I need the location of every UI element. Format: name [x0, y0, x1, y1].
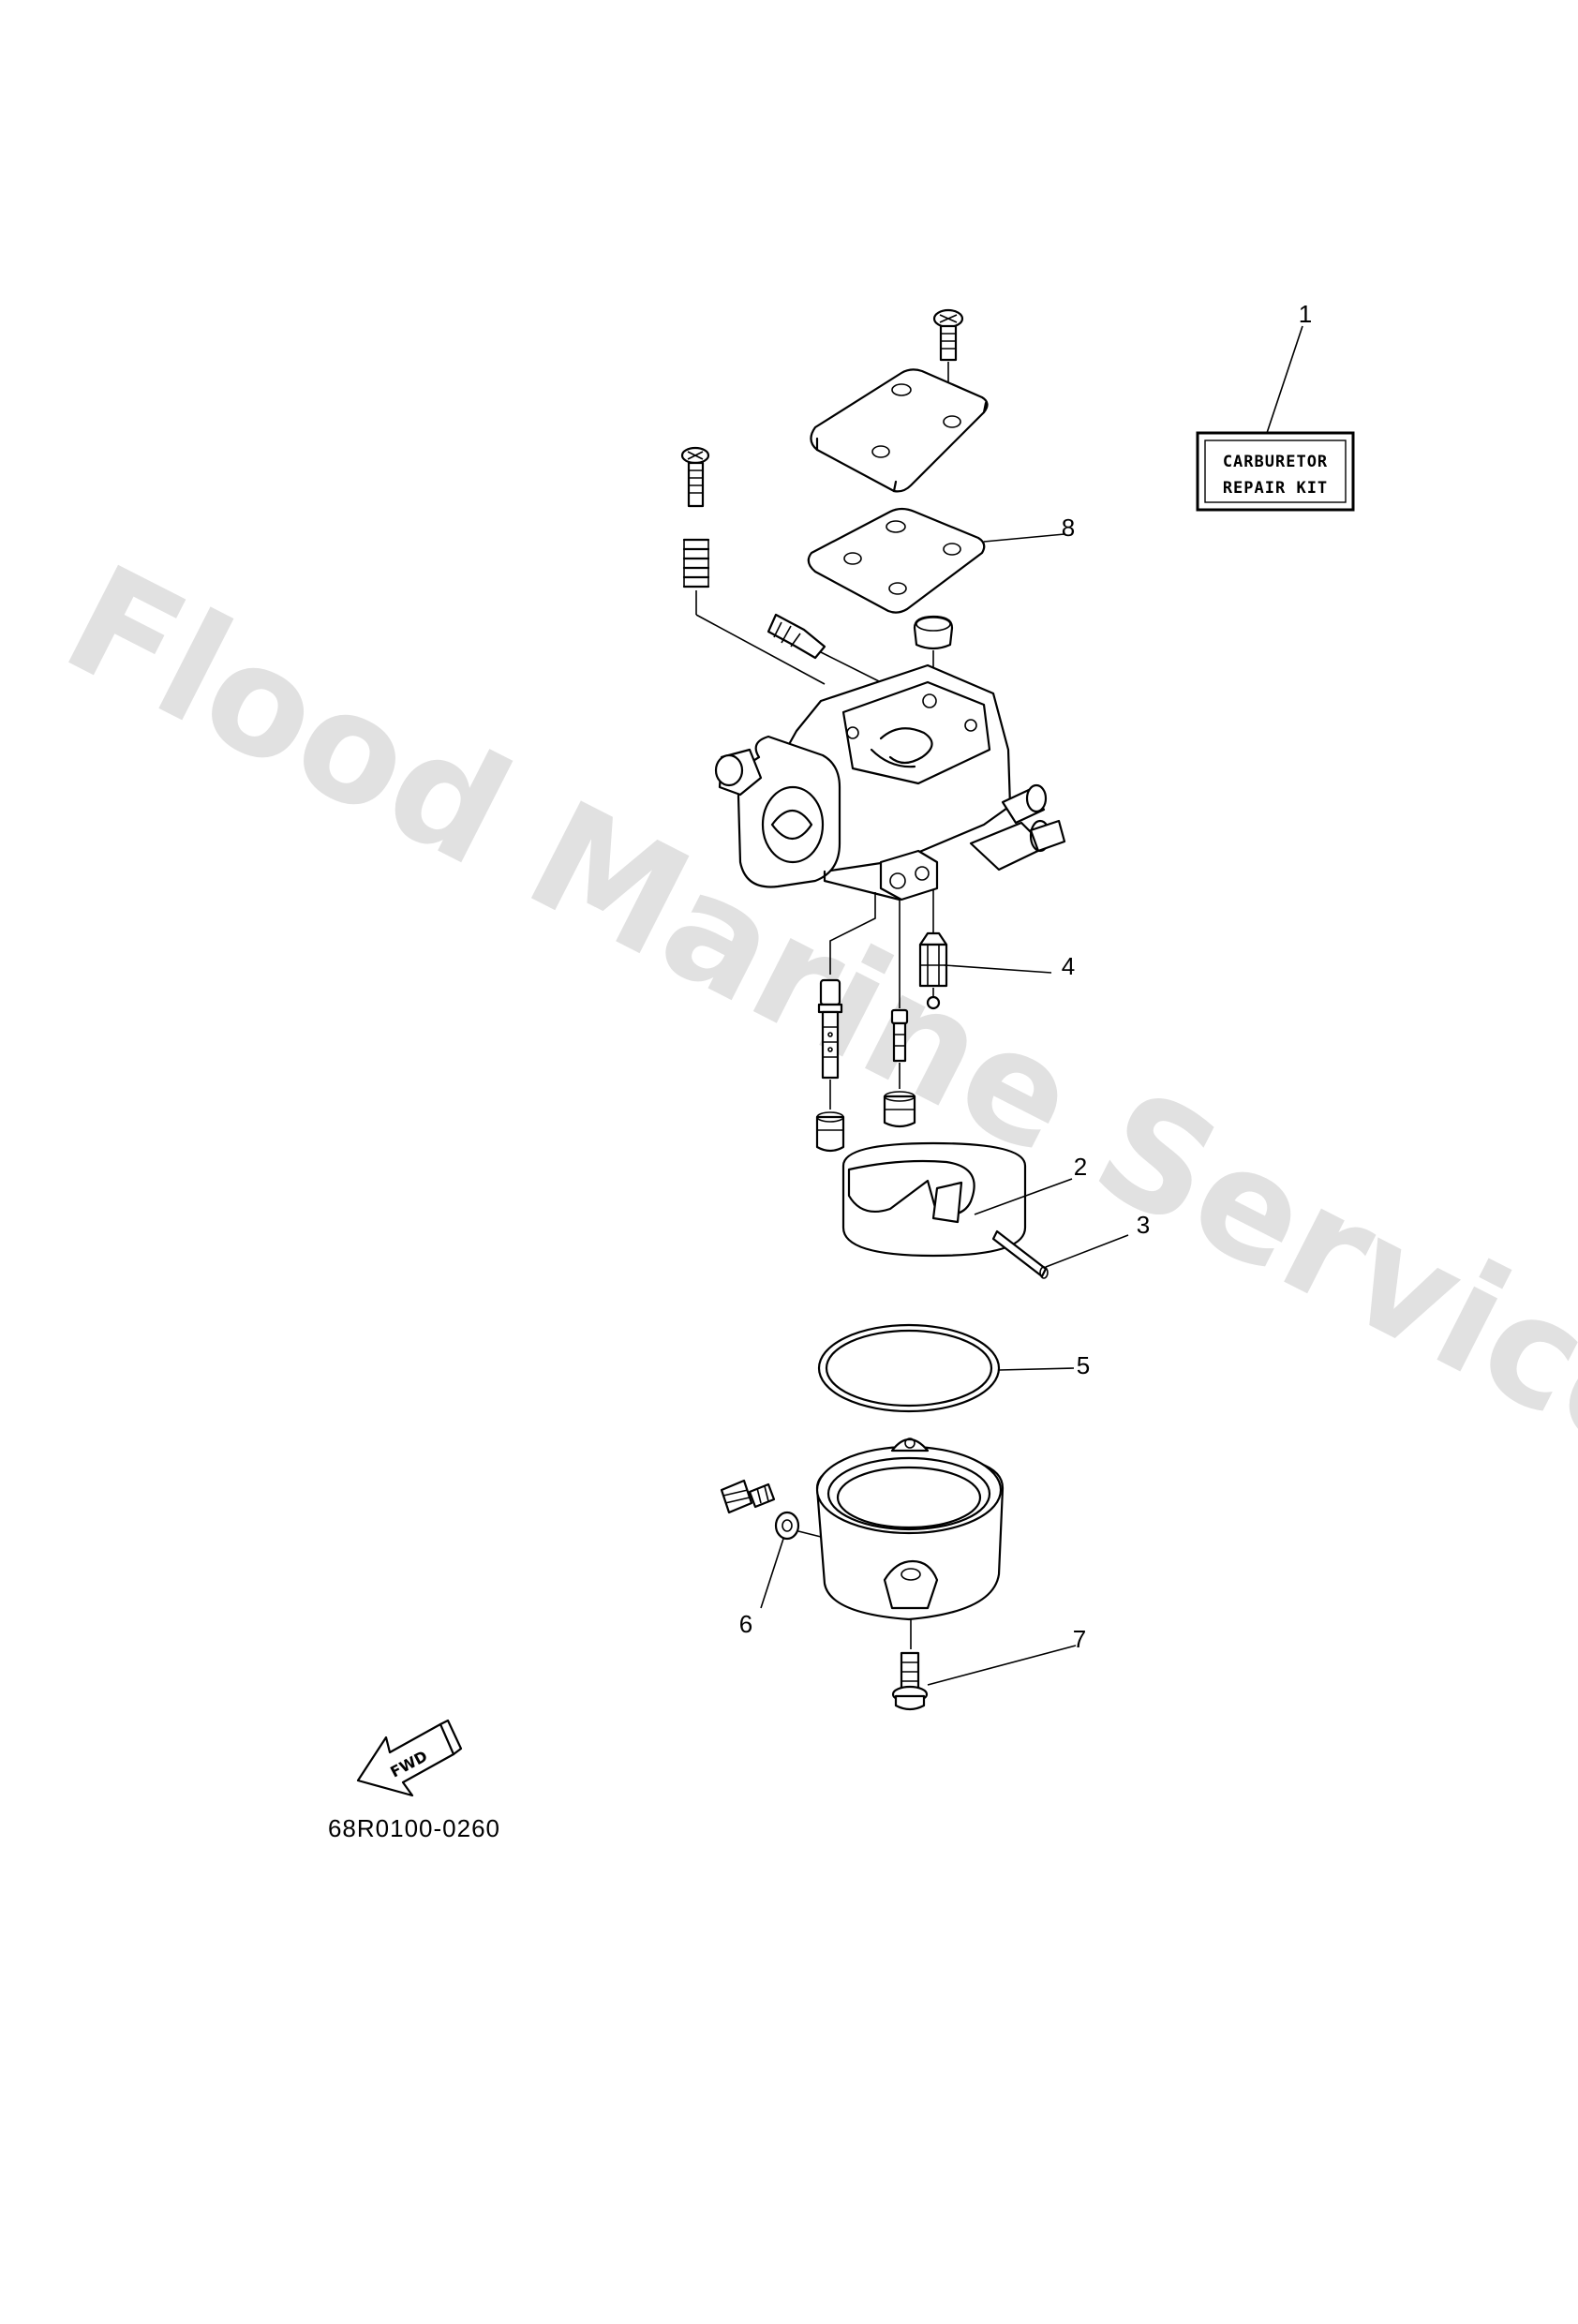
- main-nozzle-assembly: [817, 892, 876, 1110]
- cover-screw: [932, 308, 964, 424]
- float-pin: [991, 1229, 1049, 1279]
- callout-5: 5: [1077, 1351, 1090, 1379]
- drain-washer: [774, 1511, 822, 1541]
- watermark: Flood Marine Services: [40, 531, 1578, 1536]
- idle-spring: [682, 538, 826, 685]
- callout-4: 4: [1062, 952, 1075, 980]
- callout-numbers: 1 2 3 4 5 6 7 8: [739, 300, 1312, 1653]
- top-cover-plate: [810, 368, 989, 493]
- bowl-screw: [891, 1651, 929, 1711]
- callout-2: 2: [1074, 1153, 1087, 1181]
- idle-screw: [680, 446, 710, 508]
- float: [841, 1141, 1027, 1258]
- float-bowl-o-ring: [817, 1323, 1001, 1413]
- needle-valve: [918, 890, 948, 1010]
- callout-6: 6: [739, 1610, 752, 1638]
- callout-7: 7: [1073, 1625, 1086, 1653]
- leader-lines: [760, 325, 1303, 1686]
- drain-screw: [720, 1479, 776, 1514]
- kit-label-line1: CARBURETOR: [1223, 453, 1328, 471]
- watermark-text: Flood Marine Services: [40, 531, 1578, 1536]
- float-bowl: [815, 1438, 1005, 1649]
- main-jet: [815, 1111, 845, 1153]
- diaphragm-gasket: [807, 507, 986, 614]
- pilot-screw: [767, 613, 882, 683]
- fwd-arrow-icon: FWD: [356, 1719, 463, 1797]
- callout-8: 8: [1062, 514, 1075, 542]
- callout-1: 1: [1299, 300, 1312, 328]
- kit-label-line2: REPAIR KIT: [1223, 479, 1328, 498]
- diagram-part-number: 68R0100-0260: [328, 1814, 500, 1842]
- repair-kit-box: CARBURETOR REPAIR KIT: [1196, 431, 1355, 512]
- carburetor-body: [714, 663, 1066, 901]
- pilot-jet: [883, 900, 916, 1128]
- callout-3: 3: [1137, 1211, 1150, 1239]
